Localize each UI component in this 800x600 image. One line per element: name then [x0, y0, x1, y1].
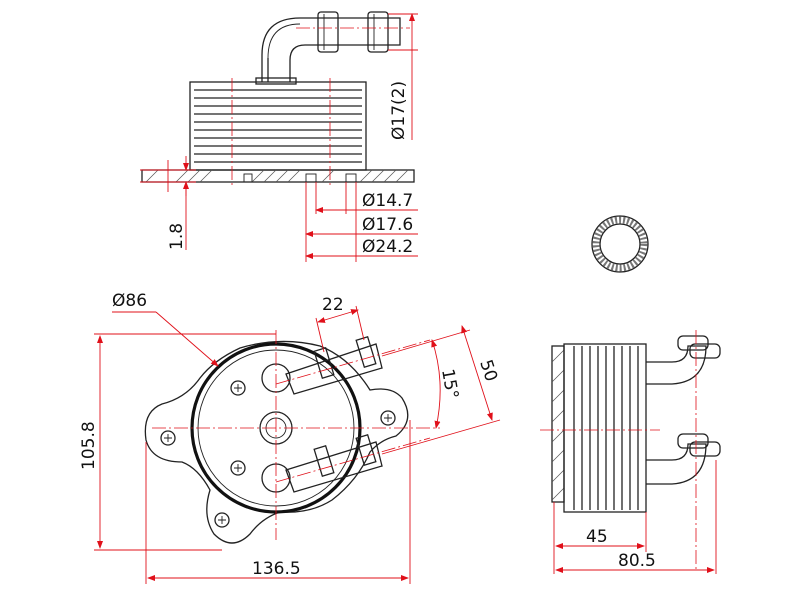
dim-body-diameter: Ø86	[112, 291, 147, 311]
flange-outline	[144, 340, 409, 544]
dim-stack-height: 45	[586, 527, 608, 547]
elbow-tube	[261, 17, 401, 82]
dim-flange-thickness: 1.8	[167, 223, 187, 250]
dim-overall-height: 105.8	[79, 421, 99, 470]
dim-overall-depth: 80.5	[618, 551, 656, 571]
base-flange	[141, 169, 415, 183]
side-view	[540, 330, 721, 574]
dim-tube-length: 22	[322, 295, 344, 315]
plate-stack	[189, 81, 367, 171]
upper-tube	[285, 336, 383, 395]
dim-bore-mid: Ø17.6	[362, 215, 413, 235]
dim-bore-inner: Ø14.7	[362, 191, 413, 211]
dim-tube-outer-top: Ø17(2)	[389, 81, 409, 140]
dim-bore-outer: Ø24.2	[362, 237, 413, 257]
plan-view	[94, 305, 501, 584]
dim-overall-width: 136.5	[252, 559, 301, 579]
o-ring-detail	[591, 215, 649, 273]
dim-tube-angle: 15°	[437, 367, 462, 400]
front-elevation-view	[140, 11, 418, 262]
lower-tube	[285, 434, 383, 493]
